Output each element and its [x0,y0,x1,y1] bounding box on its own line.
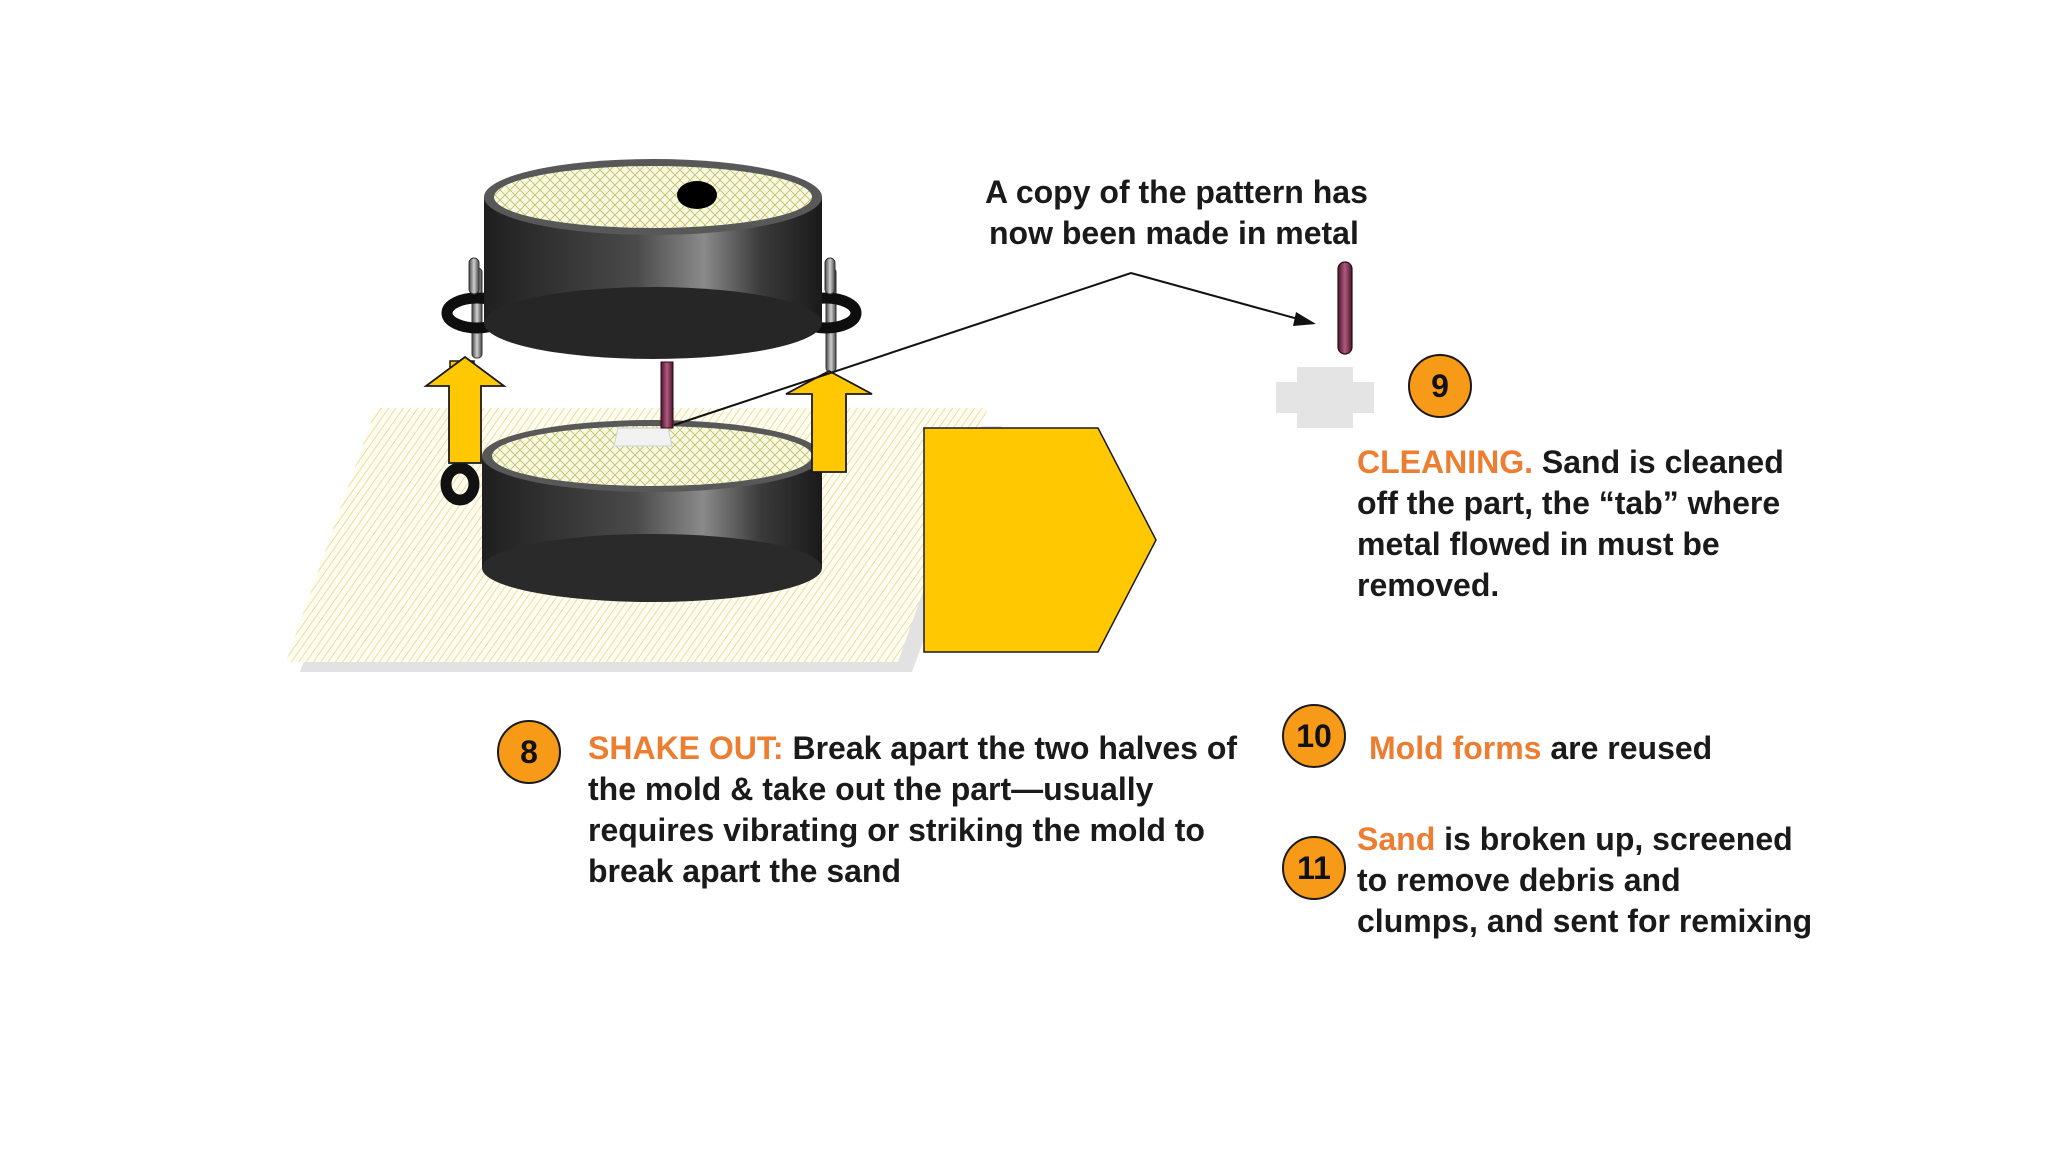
sand-line-1: Sand is broken up, screened [1357,819,1793,860]
mold-forms-text: are reused [1541,730,1713,766]
sand-text-1: is broken up, screened [1435,821,1793,857]
shake-out-line-1: SHAKE OUT: Break apart the two halves of [588,728,1237,769]
cleaning-line-1: CLEANING. Sand is cleaned [1357,442,1784,483]
mold-flask-icon [441,159,862,359]
shake-out-line-2: the mold & take out the part—usually [588,771,1154,807]
casting-rod [660,361,674,429]
step-badge-10: 10 [1282,704,1346,768]
shake-out-line-4: break apart the sand [588,853,901,889]
step-mold-forms: Mold forms are reused [1369,728,1712,769]
pentagon-arrow-icon [923,427,1157,653]
shake-out-line-3: requires vibrating or striking the mold … [588,812,1205,848]
annotation-line-1: A copy of the pattern has [985,174,1368,210]
cleaning-title: CLEANING. [1357,444,1533,480]
cleaning-text-1: Sand is cleaned [1533,444,1784,480]
cleaning-line-4: removed. [1357,567,1500,603]
sand-line-2: to remove debris and [1357,862,1681,898]
mold-forms-title: Mold forms [1369,730,1542,766]
step-badge-11: 11 [1282,836,1346,900]
shake-out-title: SHAKE OUT: [588,730,784,766]
step-badge-8: 8 [497,720,561,784]
sand-title: Sand [1357,821,1436,857]
pointer-line [673,271,1310,426]
metal-part-icon [1276,261,1374,428]
pointer-arrowhead [1293,312,1316,326]
cleaning-line-2: off the part, the “tab” where [1357,485,1781,521]
step-badge-9: 9 [1408,354,1472,418]
cleaning-line-3: metal flowed in must be [1357,526,1720,562]
up-arrow-icon [423,355,507,464]
sand-line-3: clumps, and sent for remixing [1357,903,1813,939]
annotation-line-2: now been made in metal [989,215,1359,251]
up-arrow-icon [785,369,873,473]
mold-flask-icon [440,420,822,602]
shake-out-text-1: Break apart the two halves of [783,730,1238,766]
